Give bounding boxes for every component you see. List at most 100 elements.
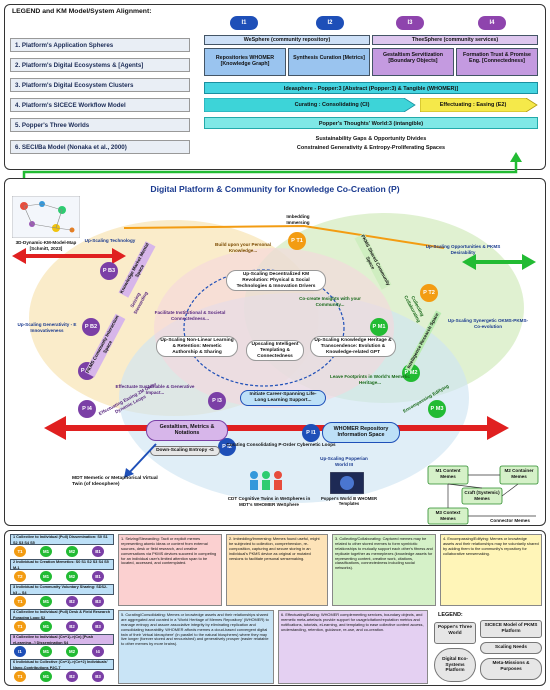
node-p-b2: P B2 — [82, 318, 100, 336]
ladder-circle: T2 — [14, 571, 26, 582]
ladder-circle: M2 — [66, 571, 78, 582]
ladder-circle: M1 — [40, 646, 52, 657]
legend-popper-worlds: Popper's Three World — [434, 622, 476, 644]
meme-craft-label: Craft (Systemic) Memes — [464, 490, 500, 501]
stage-i1: I1 — [230, 16, 258, 30]
ladder-circle: M1 — [40, 546, 52, 557]
sustainable-impact-label: Effectuate Sustainable & Generative Impa… — [115, 384, 195, 395]
ladder-circle: M1 — [40, 621, 52, 632]
ladder-circle: T1 — [14, 621, 26, 632]
repositories-box: Repositories WHOMER [Knowledge Graph] — [204, 48, 286, 76]
legend-scaling-needs: Scaling Needs — [480, 642, 542, 654]
ladder-bar: 2 Individual to Creation Memetics: S0 S1… — [10, 559, 114, 570]
wesphere-bar: WeSphere (community repository) — [204, 35, 370, 45]
node-p-i1: P I1 — [302, 424, 320, 442]
ladder-circle: T1 — [14, 671, 26, 682]
row-popper-worlds: 5. Popper's Three Worlds — [10, 118, 190, 132]
node-p-b3: P B3 — [100, 262, 118, 280]
mdt-label: MDT Memetic or Metaphorical Virtual Twin… — [72, 476, 158, 487]
meme-container-label: M2 Container Memes — [504, 468, 534, 479]
node-p-i4: P I4 — [78, 400, 96, 418]
imbedding-label: Imbedding Immersing — [286, 214, 310, 225]
stage-i4: I4 — [478, 16, 506, 30]
ladder-circle: T1 — [14, 596, 26, 607]
ladder-circle: M1 — [40, 571, 52, 582]
meme-content-label: M1 Content Memes — [435, 468, 461, 479]
ladder-circle: M2 — [66, 646, 78, 657]
meme-context-label: M3 Context Memes — [435, 510, 461, 521]
ladder-circle: T1 — [14, 546, 26, 557]
build-upon-label: Build upon your Personal Knowledge... — [215, 242, 271, 253]
cdt-label: CDT Cognitive Twins in WeSpheres in MDT'… — [227, 496, 311, 507]
cocreate-label: Co-create Insights with your Community..… — [299, 296, 361, 307]
ladder-bar: 3 Individual to Community Voluntary Shar… — [10, 584, 114, 595]
node-p-i2: P I2 — [218, 438, 236, 456]
legend-digital-ecosystems: Digital Eco-Systems Platform — [434, 648, 476, 682]
row-ecosystem-clusters: 3. Platform's Digital Ecosystem Clusters — [10, 78, 190, 92]
row-application-spheres: 1. Platform's Application Spheres — [10, 38, 190, 52]
ladder-circle: B2 — [66, 596, 78, 607]
ladder-circle: M2 — [66, 546, 78, 557]
legend-sicece-model: SICECE Model of PKMS Platform — [480, 620, 542, 638]
ladder-circle: I4 — [92, 646, 104, 657]
meme-connector-label: Connector Memes — [490, 518, 530, 523]
km-model-map-image — [12, 196, 80, 238]
row-sicece-workflow: 4. Platform's SICECE Workflow Model — [10, 98, 190, 112]
gestalt-metrics-box: Gestaltism, Metrics & Notations — [146, 420, 228, 441]
stage-i3: I3 — [396, 16, 424, 30]
node-p-t1: P T1 — [288, 232, 306, 250]
ladder-circle: B3 — [92, 596, 104, 607]
ladder-circle: B3 — [92, 621, 104, 632]
sustainability-text: Sustainability Gaps & Opportunity Divide… — [315, 136, 427, 142]
note-effectuating: 6. Effectuating/Easing: WHOMER complemen… — [278, 610, 428, 684]
downscaling-entropy: Down-Scaling Entropy -G — [150, 446, 220, 456]
effectuating-label: Effectuating : Easing (E2) — [439, 102, 507, 108]
popper-templates-label: Popper's World III WHOMER Templates — [320, 496, 378, 507]
popper-templates-image — [330, 472, 364, 494]
ladder-circle: B1 — [92, 546, 104, 557]
facilitate-label: Facilitate Institutional & Societal Conn… — [154, 310, 226, 321]
ladder-bar: 5 Collective to Individual (Cn+1)->(Cn) … — [10, 634, 114, 645]
ladder-circle: B3 — [92, 671, 104, 682]
upscaling-generativity: Up-Scaling Generativity - E Innovativene… — [17, 322, 77, 333]
note-encompassing: 4. Encompassing/Edifying: Memes or knowl… — [440, 534, 542, 606]
stage-i2: I2 — [316, 16, 344, 30]
footprint-label: Leave Footprints in World's Memetic Heri… — [330, 374, 410, 385]
ladder-circle: B1 — [92, 571, 104, 582]
effectuating-arrow — [420, 98, 538, 112]
note-imbedding: 2. Imbedding/Immersing: Memes found usef… — [226, 534, 328, 606]
curating-arrow — [204, 98, 416, 112]
node-p-m1: P M1 — [370, 318, 388, 336]
km-map-caption: 3D-Dynamic-KM-Model-Map [Schmitt, 2023] — [15, 240, 77, 251]
curating-label: Curating : Consolidating (CI) — [294, 102, 370, 108]
ideasphere-bar: Ideasphere - Popper:3 [Abstract (Popper:… — [204, 82, 538, 94]
ladder-circle: B2 — [66, 671, 78, 682]
ladder-circle: M1 — [40, 671, 52, 682]
ladder-circle: M1 — [40, 596, 52, 607]
node-p-m3: P M3 — [428, 400, 446, 418]
row-digital-ecosystems: 2. Platform's Digital Ecosystems & [Agen… — [10, 58, 190, 72]
ladder-circle: I1 — [14, 646, 26, 657]
ladder-bar: 1 Collective to Individual (Pull) Dissem… — [10, 534, 114, 545]
note-collecting: 3. Collecting/Collaborating: Captured me… — [332, 534, 436, 606]
blue-descend-arrow — [124, 443, 157, 478]
popper-world-bar: Popper's Thoughts' World:3 (intangible) — [204, 117, 538, 129]
node-p-i3: P I3 — [208, 392, 226, 410]
constrained-text: Constrained Generativity & Entropy-Proli… — [296, 145, 446, 151]
legend-meta-missions: Meta-Missions & Purposes — [480, 658, 542, 680]
note-seizing: 1. Seizing/Stewarding: Tacit or explicit… — [118, 534, 222, 606]
curating-loops-label: Curating Consolidating P-Order Cyberneti… — [226, 442, 336, 447]
legend-label: LEGEND: — [438, 612, 463, 618]
node-p-t2: P T2 — [420, 284, 438, 302]
diagram-title: Digital Platform & Community for Knowled… — [150, 184, 400, 194]
popperian-world-label: Up-Scaling Popperian World III — [320, 456, 368, 467]
heritage-label: Up-Scaling Knowledge Heritage & Transcen… — [310, 336, 396, 358]
ladder-bar: 6 Individual to Collective (Cn+1)->(Cn+2… — [10, 659, 114, 670]
gestaltism-box: Gestaltism Servitization [Boundary Objec… — [372, 48, 454, 76]
row-seci-model: 6. SECI/Ba Model (Nonaka et al., 2000) — [10, 140, 190, 154]
synthesis-box: Synthesis Curation [Metrics] — [288, 48, 370, 76]
center-top-label: Up-Scaling Decentralized KM Revolution: … — [226, 270, 326, 292]
meme-network — [427, 465, 539, 525]
whomer-repository: WHOMER Repository Information Space — [322, 422, 400, 443]
formation-box: Formation Trust & Promise Eng. [Connecte… — [456, 48, 538, 76]
